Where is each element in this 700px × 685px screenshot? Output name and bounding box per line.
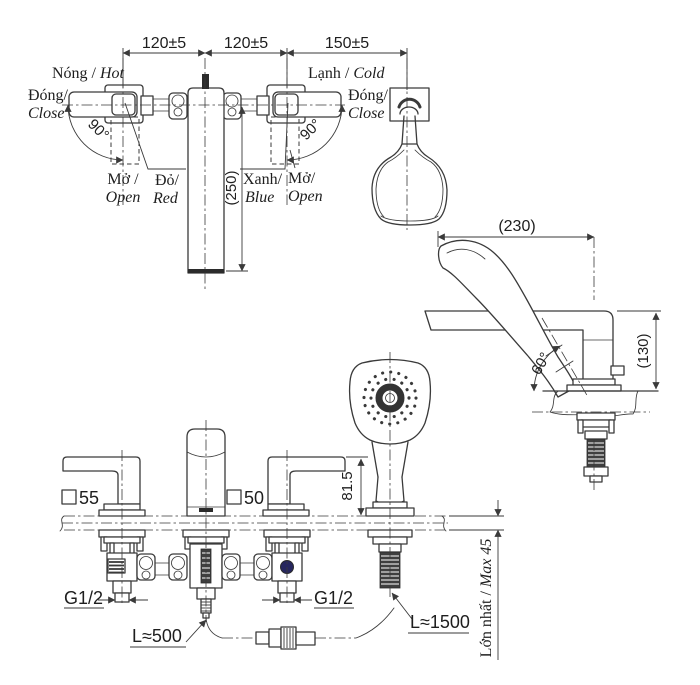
label-open-cold: Mở/Open bbox=[288, 170, 323, 205]
hot-eccentric-coupler bbox=[168, 92, 188, 120]
label-blue: Xanh/Blue bbox=[243, 171, 283, 206]
dim-height: (130) bbox=[635, 333, 652, 368]
dock-angle-arc bbox=[530, 345, 561, 392]
label-cold: Lạnh / Cold bbox=[308, 65, 385, 82]
spout-square-size: 50 bbox=[244, 488, 264, 508]
spray-nozzle-ring bbox=[369, 377, 411, 419]
coupler bbox=[168, 553, 188, 581]
label-close-hot: Đóng/Close bbox=[28, 87, 69, 122]
thread-cold: G1/2 bbox=[314, 588, 353, 608]
hot-handle-installed bbox=[62, 456, 141, 505]
red-leader bbox=[124, 102, 186, 170]
spout-outlet-installed bbox=[199, 508, 213, 512]
side-view-docked-shower: (230) (130) 60° bbox=[424, 218, 661, 490]
handshower-front bbox=[371, 143, 448, 226]
front-view-trim: 120±5 120±5 150±5 (250) 90° 90° Nóng / H… bbox=[28, 35, 448, 292]
thread-hot: G1/2 bbox=[64, 588, 103, 608]
shower-ball-joint bbox=[397, 97, 422, 109]
hose-connector bbox=[280, 626, 297, 650]
cold-handle-flange bbox=[262, 509, 310, 517]
label-max-thickness: Lớn nhất / Max 45 bbox=[478, 539, 495, 658]
hose-shower-length: L≈1500 bbox=[410, 612, 470, 632]
square-symbol bbox=[61, 489, 77, 505]
shower-hose bbox=[355, 607, 395, 639]
coupler bbox=[253, 553, 273, 581]
dim-spout-drop: (250) bbox=[223, 170, 240, 205]
hose-supply-length: L≈500 bbox=[132, 626, 182, 646]
cold-handle-open-position bbox=[270, 116, 300, 165]
installed-view: 55 50 81.5 G1/2 G1/2 L≈500 L≈1500 bbox=[59, 352, 504, 660]
dim-reach: (230) bbox=[498, 218, 535, 235]
handle-square-size: 55 bbox=[79, 488, 99, 508]
cold-eccentric-coupler bbox=[222, 92, 242, 120]
holder-tab bbox=[610, 365, 625, 376]
spout-installed bbox=[186, 428, 226, 517]
holder-nut-side bbox=[583, 466, 609, 477]
cold-union-nut bbox=[256, 95, 270, 116]
coupler bbox=[221, 553, 241, 581]
supply-hose bbox=[205, 617, 223, 639]
spout-outlet bbox=[188, 269, 224, 273]
label-open-hot: Mở /Open bbox=[106, 171, 141, 206]
cold-handle-installed bbox=[267, 456, 346, 505]
holder-locknut bbox=[576, 412, 616, 421]
shower-holder-escutcheon-front bbox=[389, 87, 430, 122]
label-close-cold: Đóng/Close bbox=[348, 87, 389, 122]
spout-top-tick bbox=[202, 74, 209, 89]
coupler bbox=[136, 553, 156, 581]
hot-union-nut bbox=[140, 95, 154, 116]
label-hot: Nóng / Hot bbox=[52, 65, 125, 82]
cold-handle-hub bbox=[274, 93, 299, 116]
hot-rotation-arc bbox=[64, 104, 124, 164]
dim-hot-to-spout: 120±5 bbox=[142, 35, 186, 52]
dim-handle-height: 81.5 bbox=[339, 471, 356, 500]
spout-front bbox=[187, 87, 225, 274]
cold-rotation-arc bbox=[286, 104, 346, 164]
deck-break-left bbox=[59, 515, 65, 532]
hot-handle-hub bbox=[111, 93, 136, 116]
label-red: Đỏ/Red bbox=[152, 172, 180, 207]
dock-axis bbox=[541, 317, 589, 398]
deck-break-right bbox=[441, 515, 447, 532]
blue-leader bbox=[240, 102, 289, 170]
dim-cold-to-shower: 150±5 bbox=[325, 35, 369, 52]
square-symbol bbox=[226, 489, 242, 505]
hot-handle-open-position bbox=[110, 116, 140, 165]
dim-spout-to-cold: 120±5 bbox=[224, 35, 268, 52]
